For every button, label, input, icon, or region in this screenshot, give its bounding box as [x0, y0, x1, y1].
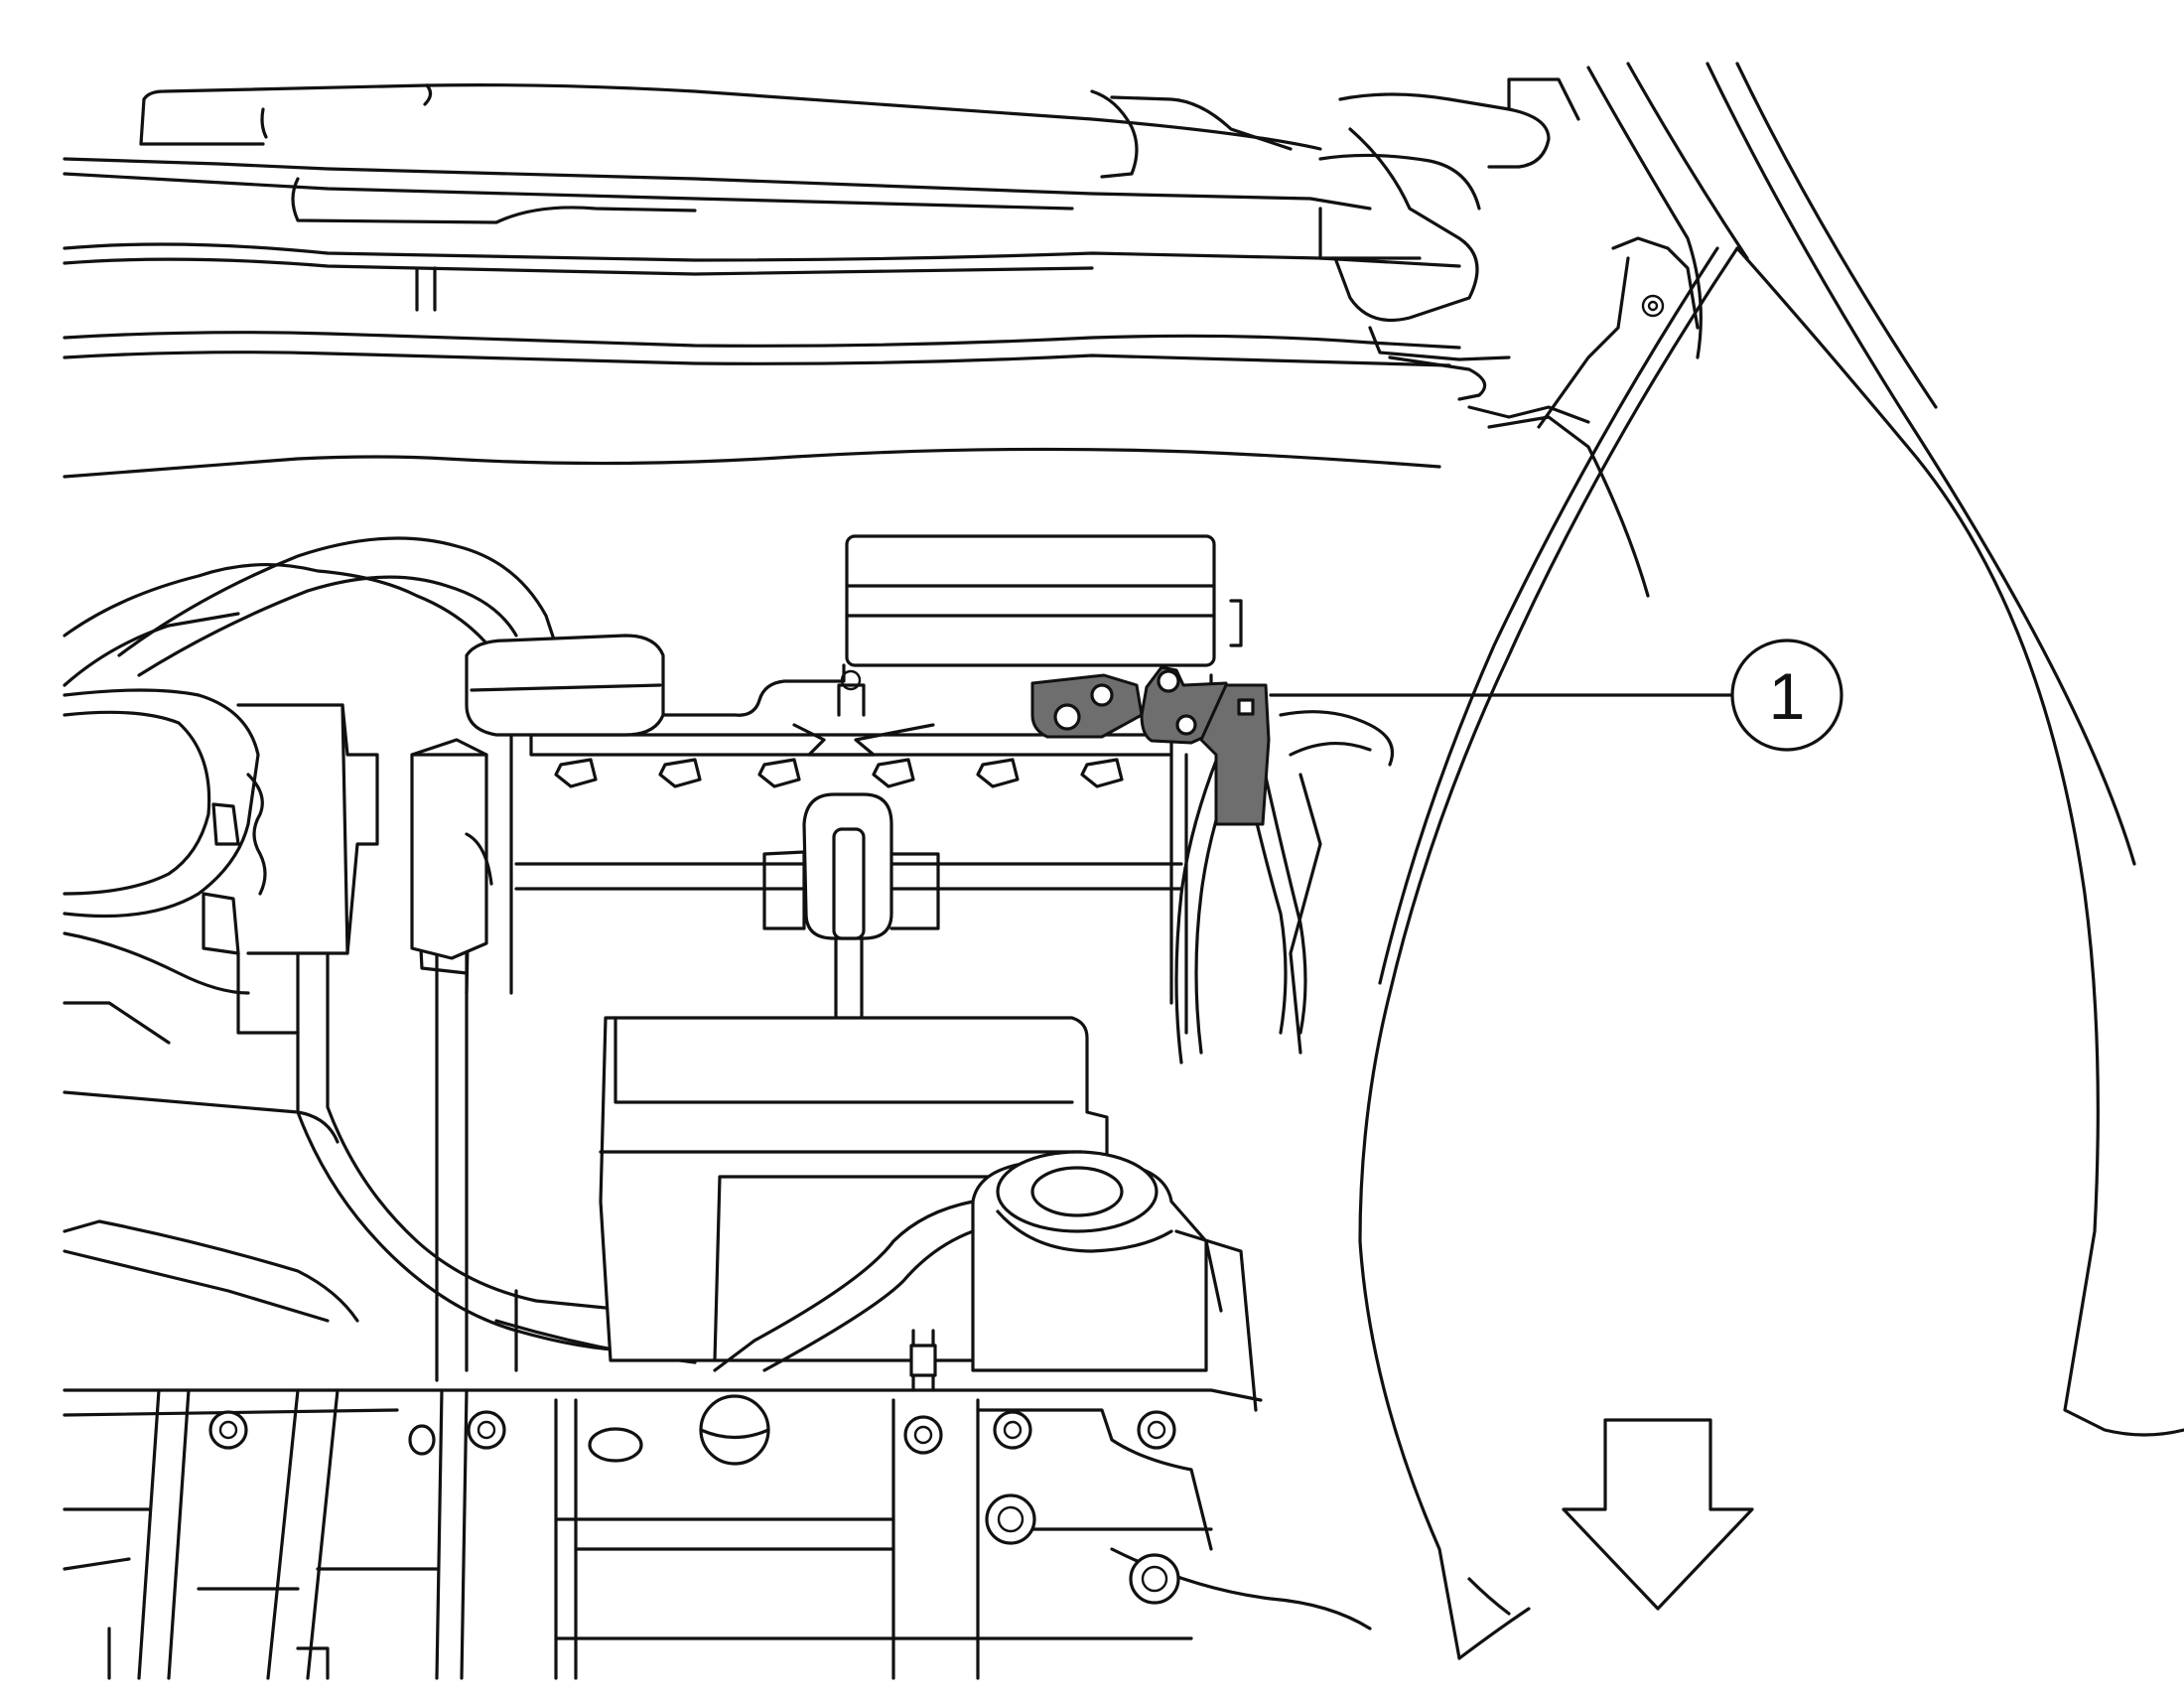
vent-caps [554, 758, 1124, 788]
positive-terminal [410, 634, 665, 960]
fender-panel [1358, 62, 2184, 1660]
coolant-reservoir [713, 1150, 1258, 1412]
radiator-core-support [63, 1329, 1372, 1680]
air-intake-duct [63, 562, 498, 1323]
wiper-cowl-assembly [63, 77, 1590, 479]
bolts [208, 1394, 1180, 1605]
battery-fuse-box [845, 534, 1216, 667]
callout-circle [1730, 639, 1843, 752]
callout-number: 1 [1769, 659, 1806, 733]
callout-1: 1 [1269, 639, 1843, 752]
down-arrow-icon [1562, 1418, 1754, 1611]
sensor-bracket [1030, 665, 1271, 826]
battery [509, 534, 1243, 1035]
battery-hold-down [762, 669, 940, 1035]
